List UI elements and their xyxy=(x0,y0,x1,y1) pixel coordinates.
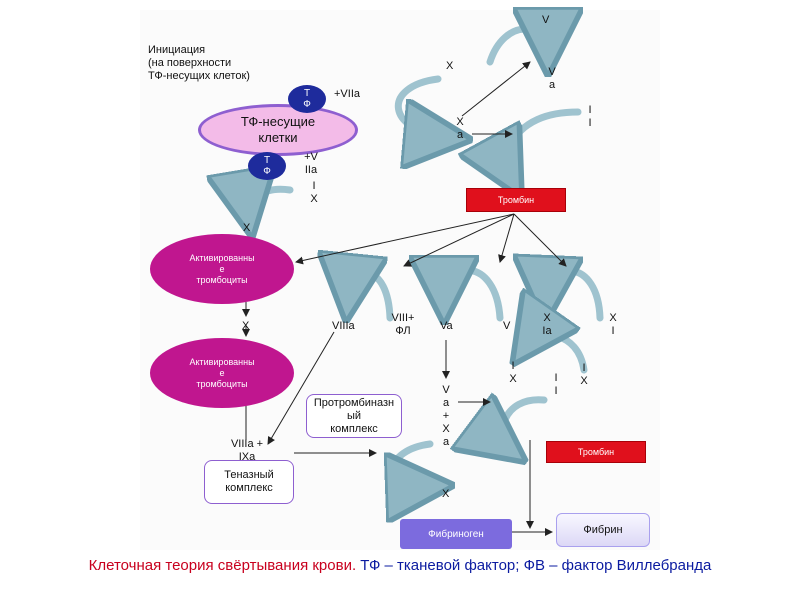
va-plus-xa-stack: V a + X a xyxy=(442,384,450,448)
factor-ii-top: I I xyxy=(588,104,592,129)
factor-xa-top: X a xyxy=(456,116,464,141)
arrow-thrombin-to-v xyxy=(498,213,515,263)
factor-x-top: X xyxy=(446,60,454,72)
fibrinogen-box: Фибриноген xyxy=(400,519,512,549)
factor-xi: X I xyxy=(609,312,617,337)
activated-platelets-top: Активированны е тромбоциты xyxy=(150,234,294,304)
factor-va-middle: Va xyxy=(440,320,453,332)
caption-title: Клеточная теория свёртывания крови. xyxy=(88,557,357,574)
viia-label-top: +VIIa xyxy=(334,88,360,100)
slide-caption: Клеточная теория свёртывания крови. ТФ –… xyxy=(0,557,800,574)
factor-viiia: VIIIa xyxy=(332,320,355,332)
arrow-thrombin-to-xi xyxy=(513,213,567,267)
factor-v-middle: V xyxy=(503,320,511,332)
arrow-thrombin-to-platelets xyxy=(295,213,515,265)
arc-viii-to-viiia xyxy=(348,274,394,318)
factor-x-middle: X xyxy=(242,320,250,332)
factor-ii-inner: I I xyxy=(554,372,558,397)
initiation-note: Инициация (на поверхности ТФ-несущих кле… xyxy=(148,44,250,82)
tf-badge-bottom: Т Ф xyxy=(248,152,286,180)
factor-v-top: V xyxy=(542,14,550,26)
factor-x-left: X xyxy=(243,222,251,234)
arc-xi-to-xia xyxy=(546,271,604,318)
arc-ix-to-x-initiation xyxy=(249,189,294,218)
arrow-xa-to-va xyxy=(461,61,531,117)
arc-v-to-va-mid xyxy=(444,270,504,318)
prothrombinase-complex: Протромбиназн ый комплекс xyxy=(306,394,402,438)
ix-label-initiation: I X xyxy=(310,180,318,205)
factor-va-top: V a xyxy=(548,66,556,91)
caption-legend: ТФ – тканевой фактор; ФВ – фактор Виллеб… xyxy=(356,557,712,574)
viia-label-bottom: +V IIa xyxy=(304,151,318,176)
tenase-complex: Теназный комплекс xyxy=(204,460,294,504)
arrow-thrombin-to-viii xyxy=(403,213,515,267)
tf-badge-top: Т Ф xyxy=(288,85,326,113)
factor-xia: X Ia xyxy=(542,312,552,337)
arc-ix-to-ixa xyxy=(524,336,588,374)
factor-viii-fl: VIII+ ФЛ xyxy=(391,312,415,337)
arrow-viiia-to-complex xyxy=(267,331,335,445)
thrombin-box-top: Тромбин xyxy=(466,188,566,212)
arc-ii-to-thrombin xyxy=(508,108,582,180)
tf-bearing-cells: ТФ-несущие клетки xyxy=(198,104,358,156)
activated-platelets-bottom: Активированны е тромбоциты xyxy=(150,338,294,408)
thrombin-box-bottom: Тромбин xyxy=(546,441,646,463)
arc-x-to-xa-prop xyxy=(394,440,434,486)
arc-v-to-va xyxy=(486,29,548,62)
factor-x-bottom: X xyxy=(442,488,450,500)
arc-ii-to-thrombin-prop xyxy=(502,400,548,450)
fibrin-box: Фибрин xyxy=(556,513,650,547)
arc-x-to-xa xyxy=(395,75,452,138)
factor-ix-right: I X xyxy=(580,362,588,387)
factor-ix-inner: I X xyxy=(509,360,517,385)
